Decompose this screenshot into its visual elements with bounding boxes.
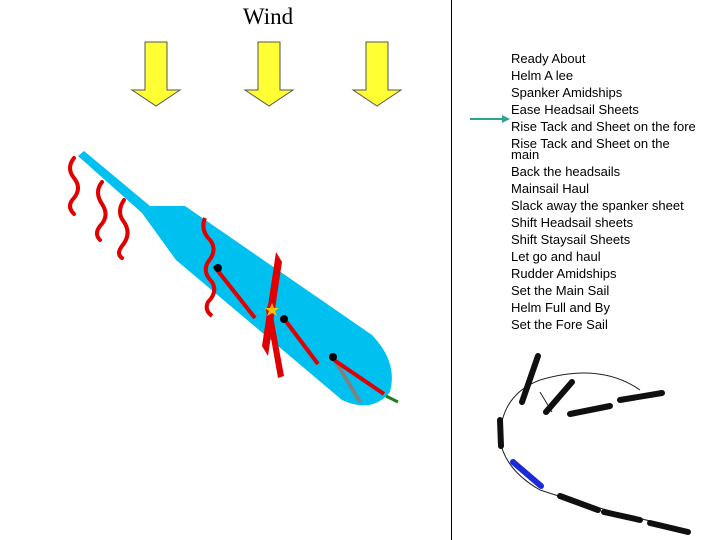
ship-marker-highlighted [510,459,544,489]
step-item: Shift Headsail sheets [511,215,634,230]
step-item: Back the headsails [511,164,621,179]
step-item-current: Rise Tack and Sheet on the fore [511,119,696,134]
step-pointer [470,115,510,123]
ship-marker [567,403,613,417]
wavy-line-icon [95,180,108,242]
ship-marker [519,353,541,405]
wind-arrow-icon [130,41,182,107]
ship-marker [543,379,575,415]
wavy-line-icon [201,217,217,318]
fore-yard [212,264,257,320]
step-item: Let go and haul [511,249,601,264]
step-item: Set the Fore Sail [511,317,608,332]
luffing-lines [68,156,130,260]
bowsprit [78,151,150,213]
step-item: Helm A lee [511,68,574,83]
step-item: Set the Main Sail [511,283,610,298]
rudder [385,394,399,404]
ship-marker [601,509,643,523]
vertical-divider [451,0,452,540]
wavy-line-icon [117,198,130,260]
wind-arrow-icon [351,41,403,107]
step-item: Slack away the spanker sheet [511,198,684,213]
step-item: Helm Full and By [511,300,610,315]
wind-label: Wind [242,4,294,29]
tacking-steps-list: Ready About Helm A lee Spanker Amidships… [511,50,701,333]
step-item: Ease Headsail Sheets [511,102,639,117]
fore-mast [214,264,222,272]
main-yard [280,314,320,366]
ship-marker [647,520,691,535]
right-arrow-head [502,115,510,123]
spanker-boom [334,360,362,404]
step-item: Rudder Amidships [511,266,617,281]
step-item: Rise Tack and Sheet on the main [511,136,670,162]
mizzen-mast [329,353,337,361]
step-item: Shift Staysail Sheets [511,232,631,247]
step-item: Ready About [511,51,586,66]
wavy-line-icon [68,156,80,216]
ship-marker [557,493,601,513]
main-sail-lower [266,300,284,378]
tacking-path [497,353,691,535]
spanker-yard [332,358,386,396]
ship-marker [497,417,504,449]
main-mast [280,315,288,323]
ship-marker [617,390,665,403]
ship [78,151,399,406]
wind-arrows [130,41,403,107]
wind-arrow-icon [243,41,295,107]
star-icon [265,303,279,316]
step-item: Mainsail Haul [511,181,590,196]
step-item: Spanker Amidships [511,85,623,100]
